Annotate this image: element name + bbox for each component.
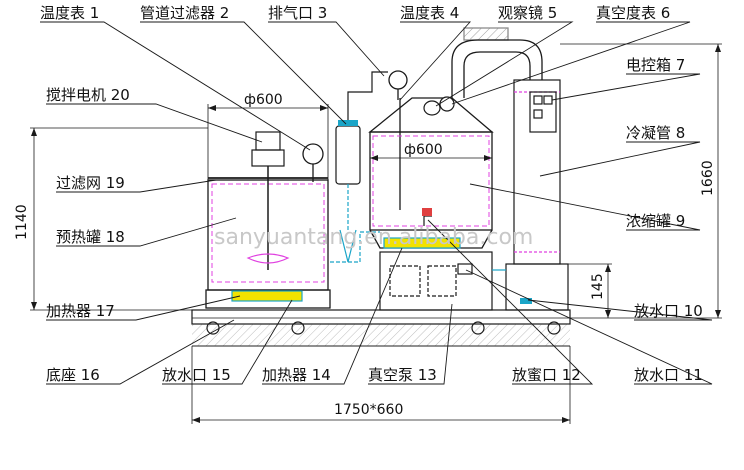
tank-inner xyxy=(372,135,490,227)
sight-glass-5 xyxy=(423,100,441,116)
stirrer-motor xyxy=(246,131,290,270)
label-drain-15: 放水口 15 xyxy=(162,366,231,384)
thermometer-1 xyxy=(302,143,324,182)
dimension-lines xyxy=(30,43,722,424)
label-vacuum-gauge-6: 真空度表 6 xyxy=(596,4,670,22)
vacuum-pump-13 xyxy=(379,251,493,311)
condenser-base-tank xyxy=(505,263,569,311)
vapor-pipe xyxy=(451,27,543,98)
label-thermometer-4: 温度表 4 xyxy=(400,4,459,22)
label-sight-glass-5: 观察镜 5 xyxy=(498,4,557,22)
labels: 温度表 1 管道过滤器 2 排气口 3 温度表 4 观察镜 5 真空度表 6 电… xyxy=(40,4,703,384)
heater-17 xyxy=(231,290,303,302)
dimension-arrows xyxy=(31,44,721,423)
heater-14 xyxy=(383,237,461,249)
label-concentrating-tank-9: 浓缩罐 9 xyxy=(626,212,685,230)
label-filter-screen-19: 过滤网 19 xyxy=(56,174,125,192)
dimension-texts: ф600 ф600 1140 1660 145 1750*660 xyxy=(14,92,716,418)
honey-outlet-12 xyxy=(422,208,432,226)
dim-base-size: 1750*660 xyxy=(334,402,403,418)
filter-cap xyxy=(338,120,358,126)
thermometer-4 xyxy=(388,70,408,100)
label-drain-11: 放水口 11 xyxy=(634,366,703,384)
label-condenser-8: 冷凝管 8 xyxy=(626,124,685,142)
electric-box-7 xyxy=(529,91,557,133)
base-frame xyxy=(191,309,571,325)
dim-small-height: 145 xyxy=(590,273,606,300)
exhaust-vent-3 xyxy=(371,71,388,78)
label-heater-14: 加热器 14 xyxy=(262,366,331,384)
label-vacuum-pump-13: 真空泵 13 xyxy=(368,366,437,384)
label-exhaust-vent-3: 排气口 3 xyxy=(268,4,327,22)
dim-left-diameter: ф600 xyxy=(244,92,283,108)
floor-hatch xyxy=(192,324,570,346)
dim-left-height: 1140 xyxy=(14,204,30,240)
label-heater-17: 加热器 17 xyxy=(46,302,115,320)
label-electric-box-7: 电控箱 7 xyxy=(626,56,685,74)
dim-right-height: 1660 xyxy=(700,160,716,196)
watermark-text: sanyuantang.en.alibaba.com xyxy=(214,225,533,250)
label-drain-10: 放水口 10 xyxy=(634,302,703,320)
label-stirrer-motor-20: 搅拌电机 20 xyxy=(46,86,130,104)
dim-right-diameter: ф600 xyxy=(404,142,443,158)
label-preheat-tank-18: 预热罐 18 xyxy=(56,228,125,246)
label-pipeline-filter-2: 管道过滤器 2 xyxy=(140,4,229,22)
connecting-pipe xyxy=(330,231,380,263)
label-thermometer-1: 温度表 1 xyxy=(40,4,99,22)
label-base-16: 底座 16 xyxy=(46,366,100,384)
leader-lines xyxy=(40,21,713,385)
label-honey-outlet-12: 放蜜口 12 xyxy=(512,366,581,384)
